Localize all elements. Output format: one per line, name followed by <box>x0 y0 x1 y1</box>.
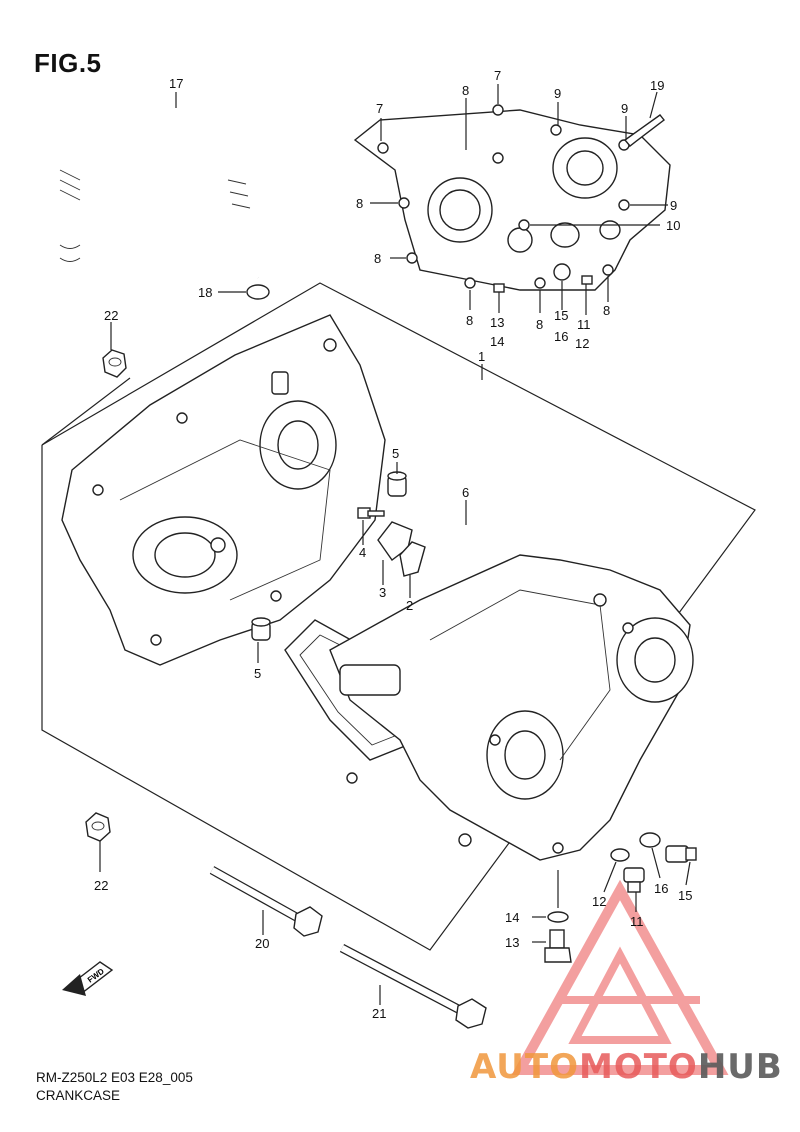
callout-9-top: 9 <box>554 86 561 101</box>
callout-16-lower: 16 <box>654 881 668 896</box>
callout-14-upper: 14 <box>490 334 504 349</box>
callout-7-left: 7 <box>376 101 383 116</box>
callout-3: 3 <box>379 585 386 600</box>
callout-8-left-upper: 8 <box>356 196 363 211</box>
leader-lines <box>99 84 691 1005</box>
callout-8-bottom-c: 8 <box>603 303 610 318</box>
callout-2: 2 <box>406 598 413 613</box>
dowel-pin-upper <box>387 471 407 497</box>
callout-15-lower: 15 <box>678 888 692 903</box>
crankcase-inner-face-view <box>353 104 671 293</box>
plug-small <box>623 867 645 893</box>
drain-bolt <box>544 929 572 963</box>
watermark-logo-icon <box>511 879 729 1075</box>
callout-9-right: 9 <box>621 101 628 116</box>
callout-5-upper: 5 <box>392 446 399 461</box>
left-crankcase-half <box>61 314 386 666</box>
small-gasket <box>399 541 426 577</box>
callout-8-top: 8 <box>462 83 469 98</box>
brand-part-3: HUB <box>697 1047 783 1087</box>
group-name: CRANKCASE <box>36 1088 121 1103</box>
model-code: RM-Z250L2 E03 E28_005 <box>36 1070 193 1085</box>
o-ring-large <box>639 832 661 848</box>
plug-large <box>665 845 697 863</box>
callout-16-upper: 16 <box>554 329 568 344</box>
callout-14-lower: 14 <box>505 910 519 925</box>
small-bolt <box>357 507 385 519</box>
hose-clip <box>246 284 270 300</box>
callout-12-upper: 12 <box>575 336 589 351</box>
callout-labels: 17 18 22 22 1 5 5 4 3 2 6 20 21 14 13 12… <box>94 68 692 1021</box>
nut-lower <box>85 812 111 842</box>
callout-21: 21 <box>372 1006 386 1021</box>
callout-6: 6 <box>462 485 469 500</box>
callout-8-bottom-b: 8 <box>536 317 543 332</box>
callout-17: 17 <box>169 76 183 91</box>
breather-hose <box>59 85 268 340</box>
crankcase-bolt-long <box>209 866 323 937</box>
callout-1: 1 <box>478 349 485 364</box>
brand-part-2: MOTO <box>578 1047 698 1087</box>
callout-11-upper: 11 <box>577 317 591 332</box>
callout-22-lower: 22 <box>94 878 108 893</box>
callout-11-lower: 11 <box>630 914 644 929</box>
brand-part-1: AUTO <box>470 1047 579 1087</box>
callout-10: 10 <box>666 218 680 233</box>
callout-4: 4 <box>359 545 366 560</box>
callout-7-top: 7 <box>494 68 501 83</box>
forward-arrow-icon: FWD <box>62 961 114 996</box>
drain-washer <box>547 911 569 923</box>
right-crankcase-half <box>329 554 694 861</box>
callout-18: 18 <box>198 285 212 300</box>
nut-upper <box>102 349 127 378</box>
callout-13-upper: 13 <box>490 315 504 330</box>
callout-19: 19 <box>650 78 664 93</box>
callout-9-side: 9 <box>670 198 677 213</box>
callout-15-upper: 15 <box>554 308 568 323</box>
callout-8-left-lower: 8 <box>374 251 381 266</box>
o-ring-small <box>610 848 630 862</box>
watermark-brand: AUTOMOTOHUB <box>470 1047 783 1087</box>
crankcase-bolt-longer <box>339 944 487 1029</box>
dowel-pin-lower <box>251 617 271 641</box>
callout-13-lower: 13 <box>505 935 519 950</box>
callout-20: 20 <box>255 936 269 951</box>
callout-12-lower: 12 <box>592 894 606 909</box>
callout-8-bottom-a: 8 <box>466 313 473 328</box>
callout-22-upper: 22 <box>104 308 118 323</box>
figure-title: FIG.5 <box>34 48 102 78</box>
callout-5-lower: 5 <box>254 666 261 681</box>
